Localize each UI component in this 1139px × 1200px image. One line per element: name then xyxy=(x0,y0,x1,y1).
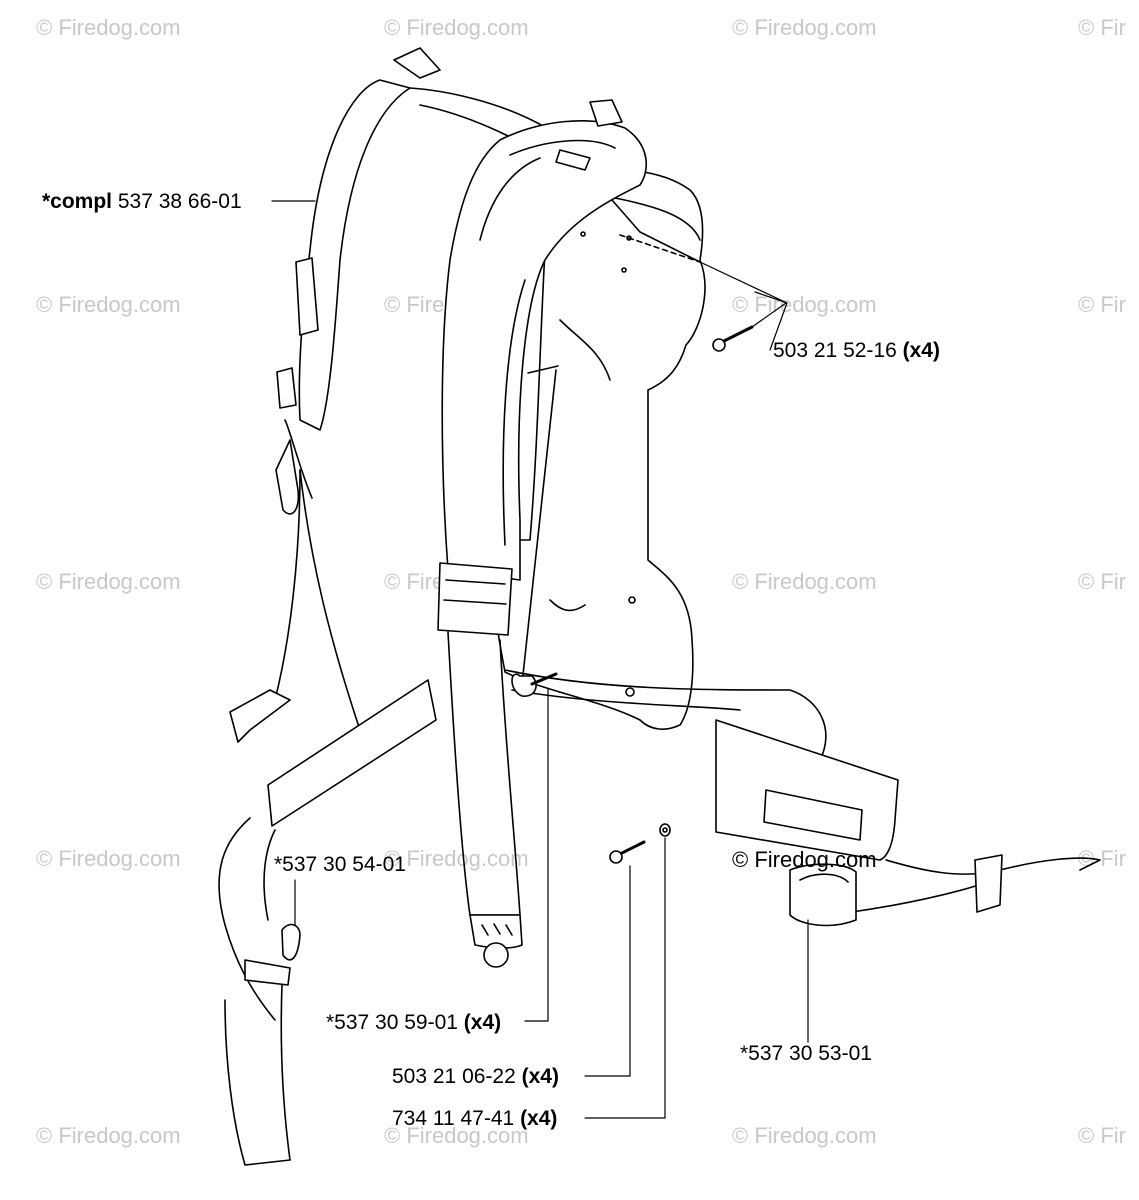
watermark: © Firedog.com xyxy=(384,846,529,871)
watermark: © Fir xyxy=(1078,569,1126,594)
part-label-hip-pad: *537 30 54-01 xyxy=(274,854,406,875)
part-label-screw-back-plate: 503 21 52-16 (x4) xyxy=(773,340,940,361)
hip-belt xyxy=(218,669,1101,1166)
part-prefix: *compl xyxy=(42,190,113,213)
part-label-washer: 734 11 47-41 (x4) xyxy=(392,1108,557,1129)
watermark: © Firedog.com xyxy=(732,569,877,594)
leader-lines xyxy=(271,200,809,1119)
watermark: © Firedog.com xyxy=(732,292,877,317)
watermark: © Fir xyxy=(1078,15,1126,40)
part-qty: (x4) xyxy=(902,339,940,362)
part-number: 503 21 52-16 xyxy=(773,339,897,362)
part-label-rivet: *537 30 59-01 (x4) xyxy=(326,1012,501,1033)
part-label-screw-belt: 503 21 06-22 (x4) xyxy=(392,1066,559,1087)
part-number: 503 21 06-22 xyxy=(392,1065,516,1088)
copyright-notice: © Firedog.com xyxy=(732,847,877,872)
part-number: *537 30 54-01 xyxy=(274,853,406,876)
part-number: 734 11 47-41 xyxy=(392,1107,515,1130)
watermark: © Firedog.com xyxy=(36,846,181,871)
part-label-harness-complete: *compl 537 38 66-01 xyxy=(42,191,242,212)
part-qty: (x4) xyxy=(521,1065,559,1088)
watermark: © Firedog.com xyxy=(36,292,181,317)
part-label-buckle: *537 30 53-01 xyxy=(740,1043,872,1064)
part-qty: (x4) xyxy=(463,1011,502,1034)
watermark: © Fir xyxy=(1078,1123,1126,1148)
watermark: © Firedog.com xyxy=(732,15,877,40)
watermark: © Fir xyxy=(1078,292,1126,317)
fasteners xyxy=(511,325,754,864)
part-qty: (x4) xyxy=(520,1107,558,1130)
part-number: 537 38 66-01 xyxy=(117,190,242,213)
part-number: *537 30 53-01 xyxy=(740,1042,872,1065)
left-shoulder-strap xyxy=(229,47,561,743)
part-number: *537 30 59-01 xyxy=(326,1011,458,1034)
watermark: © Firedog.com xyxy=(384,1123,529,1148)
watermark: © Firedog.com xyxy=(36,15,181,40)
watermark: © Firedog.com xyxy=(384,15,529,40)
right-shoulder-strap xyxy=(437,99,647,968)
watermark: © Firedog.com xyxy=(36,569,181,594)
watermark: © Firedog.com xyxy=(36,1123,181,1148)
watermark: © Firedog.com xyxy=(732,1123,877,1148)
